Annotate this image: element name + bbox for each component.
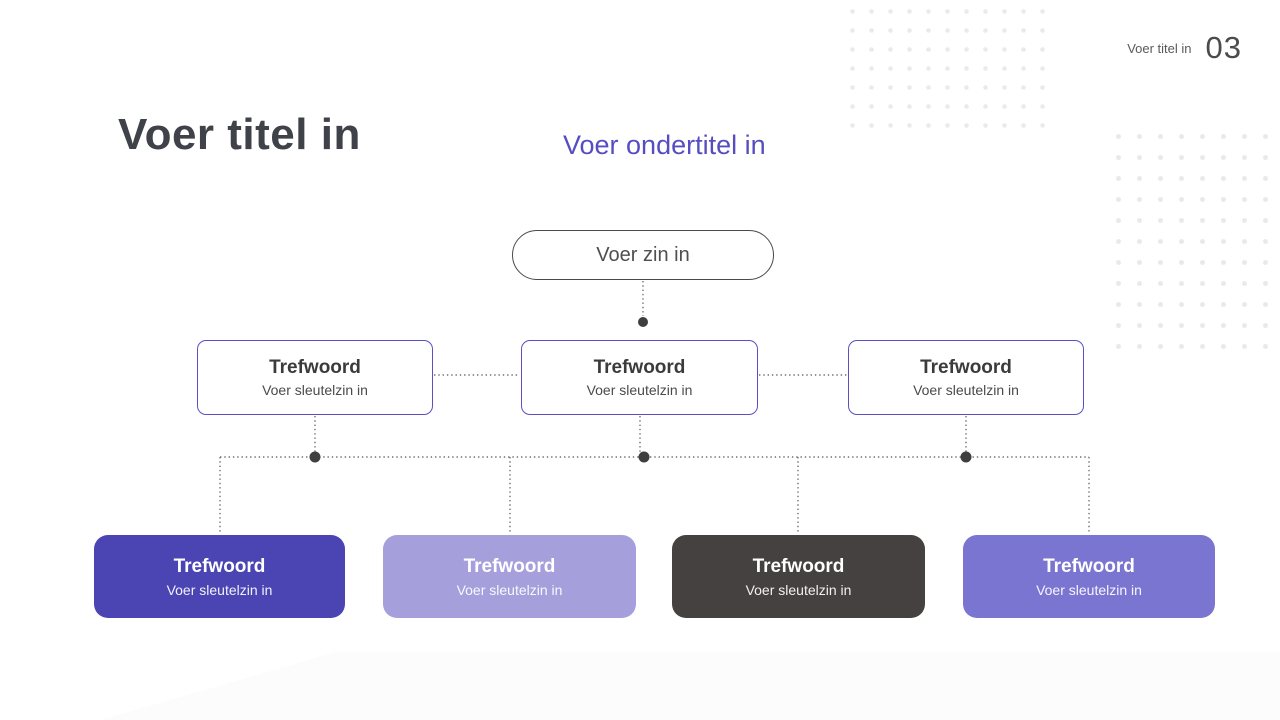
title-placeholder[interactable]: Voer titel in — [118, 110, 361, 159]
level2-node-1[interactable]: Trefwoord Voer sleutelzin in — [94, 535, 345, 618]
keyword-label: Trefwoord — [463, 555, 556, 577]
page-number: 03 — [1205, 30, 1242, 65]
level1-node-1[interactable]: Trefwoord Voer sleutelzin in — [197, 340, 433, 415]
keyword-label: Trefwoord — [920, 357, 1012, 378]
root-node[interactable]: Voer zin in — [512, 230, 774, 280]
level2-node-3[interactable]: Trefwoord Voer sleutelzin in — [672, 535, 925, 618]
root-node-label: Voer zin in — [596, 243, 690, 266]
bottom-accent-band — [100, 652, 1280, 720]
key-sentence-label: Voer sleutelzin in — [586, 382, 693, 398]
dot-grid-pattern-right — [1108, 126, 1280, 358]
header-title-placeholder[interactable]: Voer titel in — [1127, 40, 1192, 56]
key-sentence-label: Voer sleutelzin in — [456, 581, 563, 598]
key-sentence-label: Voer sleutelzin in — [1036, 581, 1142, 598]
key-sentence-label: Voer sleutelzin in — [262, 382, 368, 398]
keyword-label: Trefwoord — [1043, 555, 1135, 577]
keyword-label: Trefwoord — [173, 555, 266, 577]
key-sentence-label: Voer sleutelzin in — [745, 581, 852, 598]
keyword-label: Trefwoord — [593, 357, 686, 378]
keyword-label: Trefwoord — [269, 357, 361, 378]
junction-dot — [638, 451, 650, 463]
junction-dot — [638, 317, 648, 327]
level1-node-2[interactable]: Trefwoord Voer sleutelzin in — [521, 340, 758, 415]
junction-dot — [960, 451, 972, 463]
subtitle-placeholder[interactable]: Voer ondertitel in — [563, 130, 766, 160]
level2-node-4[interactable]: Trefwoord Voer sleutelzin in — [963, 535, 1215, 618]
dot-grid-pattern-top-right — [843, 2, 1055, 135]
level2-node-2[interactable]: Trefwoord Voer sleutelzin in — [383, 535, 636, 618]
keyword-label: Trefwoord — [752, 555, 845, 577]
key-sentence-label: Voer sleutelzin in — [913, 382, 1019, 398]
slide-header: Voer titel in 03 — [1127, 28, 1242, 68]
junction-dot — [309, 451, 321, 463]
key-sentence-label: Voer sleutelzin in — [166, 581, 273, 598]
level1-node-3[interactable]: Trefwoord Voer sleutelzin in — [848, 340, 1084, 415]
